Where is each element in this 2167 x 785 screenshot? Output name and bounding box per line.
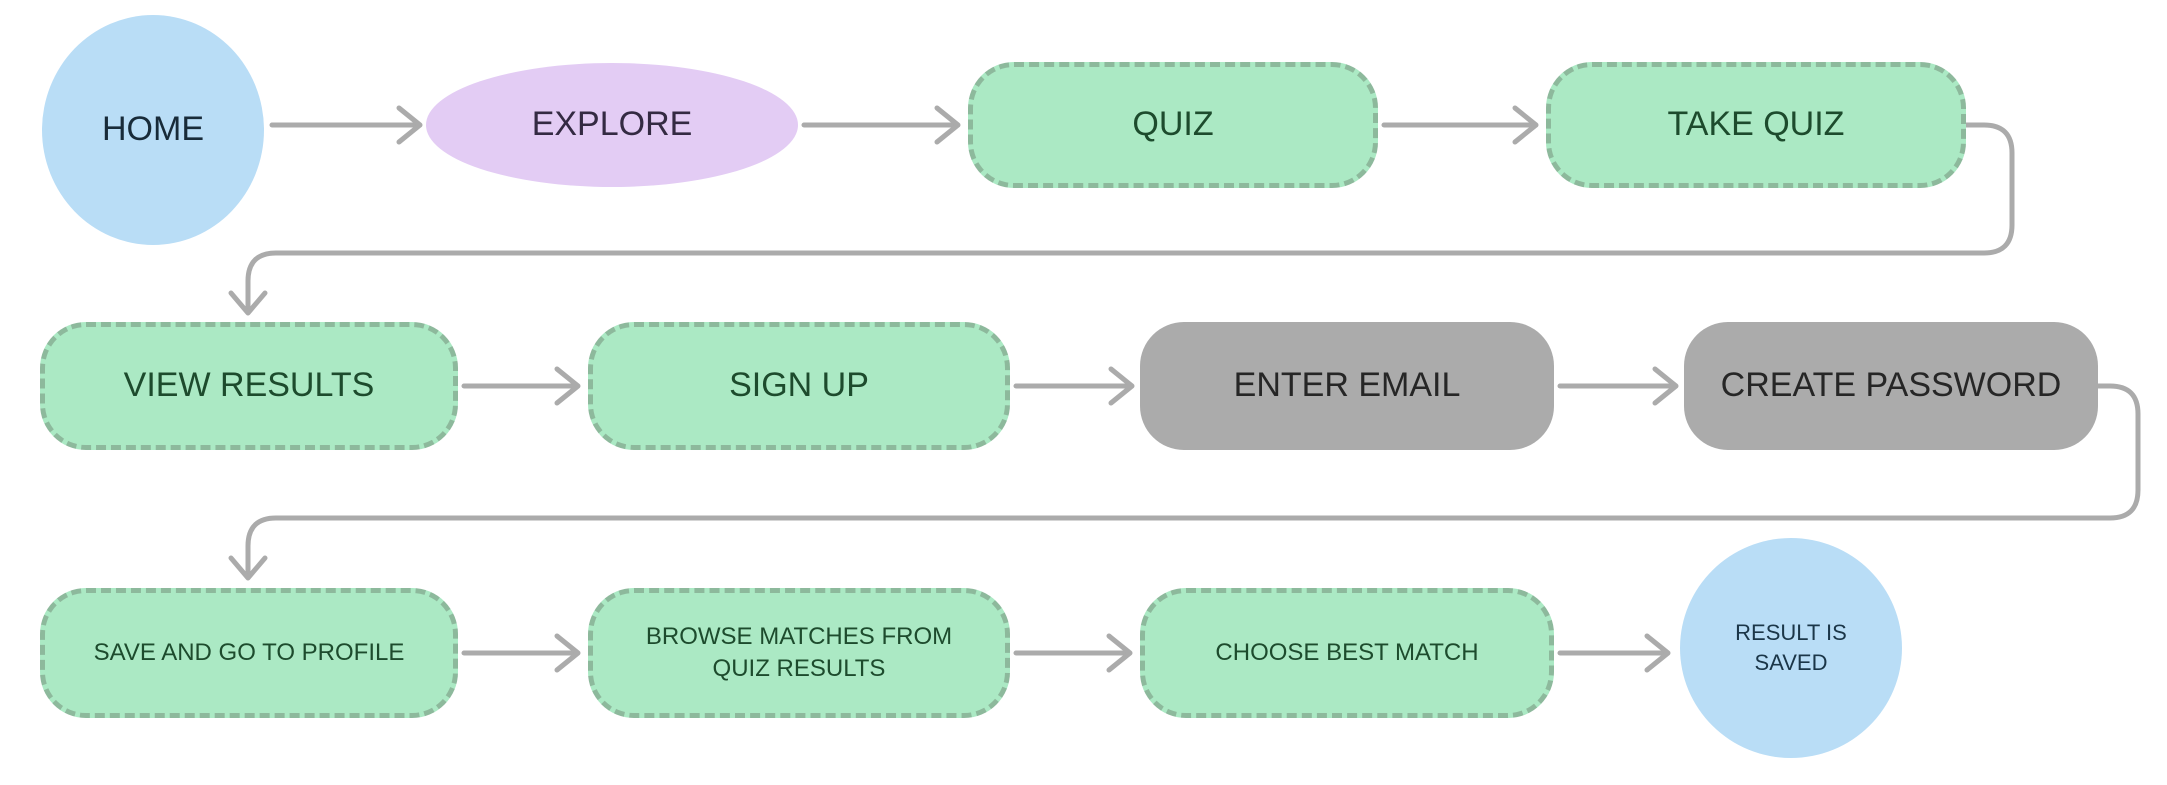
arrow-sign-up-to-enter-email: [1013, 366, 1135, 406]
arrow-view-results-to-sign-up: [461, 366, 581, 406]
node-choose-match-label: CHOOSE BEST MATCH: [1215, 638, 1479, 666]
arrow-save-profile-to-browse-matches: [461, 633, 581, 673]
node-result-saved[interactable]: RESULT IS SAVED: [1680, 538, 1902, 758]
arrow-quiz-to-take-quiz: [1381, 105, 1539, 145]
node-home[interactable]: HOME: [42, 15, 264, 245]
arrow-home-to-explore: [269, 105, 423, 145]
node-sign-up[interactable]: SIGN UP: [588, 322, 1010, 450]
node-quiz[interactable]: QUIZ: [968, 62, 1378, 188]
node-quiz-label: QUIZ: [1132, 105, 1214, 144]
arrow-choose-match-to-result-saved: [1557, 633, 1671, 673]
node-enter-email-label: ENTER EMAIL: [1233, 366, 1461, 405]
node-take-quiz-label: TAKE QUIZ: [1667, 105, 1845, 144]
node-browse-matches[interactable]: BROWSE MATCHES FROM QUIZ RESULTS: [588, 588, 1010, 718]
node-browse-matches-label: BROWSE MATCHES FROM QUIZ RESULTS: [645, 622, 953, 682]
node-explore-label: EXPLORE: [531, 105, 693, 144]
arrow-enter-email-to-create-password: [1557, 366, 1679, 406]
node-sign-up-label: SIGN UP: [729, 366, 869, 405]
node-create-password[interactable]: CREATE PASSWORD: [1684, 322, 2098, 450]
node-result-saved-label: RESULT IS SAVED: [1735, 620, 1847, 675]
node-view-results-label: VIEW RESULTS: [123, 366, 375, 405]
node-home-label: HOME: [102, 110, 204, 149]
node-save-profile[interactable]: SAVE AND GO TO PROFILE: [40, 588, 458, 718]
node-enter-email[interactable]: ENTER EMAIL: [1140, 322, 1554, 450]
node-choose-match[interactable]: CHOOSE BEST MATCH: [1140, 588, 1554, 718]
arrow-browse-matches-to-choose-match: [1013, 633, 1133, 673]
arrow-explore-to-quiz: [801, 105, 961, 145]
node-explore[interactable]: EXPLORE: [426, 63, 798, 187]
node-save-profile-label: SAVE AND GO TO PROFILE: [93, 638, 405, 666]
node-view-results[interactable]: VIEW RESULTS: [40, 322, 458, 450]
node-create-password-label: CREATE PASSWORD: [1720, 366, 2062, 405]
node-take-quiz[interactable]: TAKE QUIZ: [1546, 62, 1966, 188]
